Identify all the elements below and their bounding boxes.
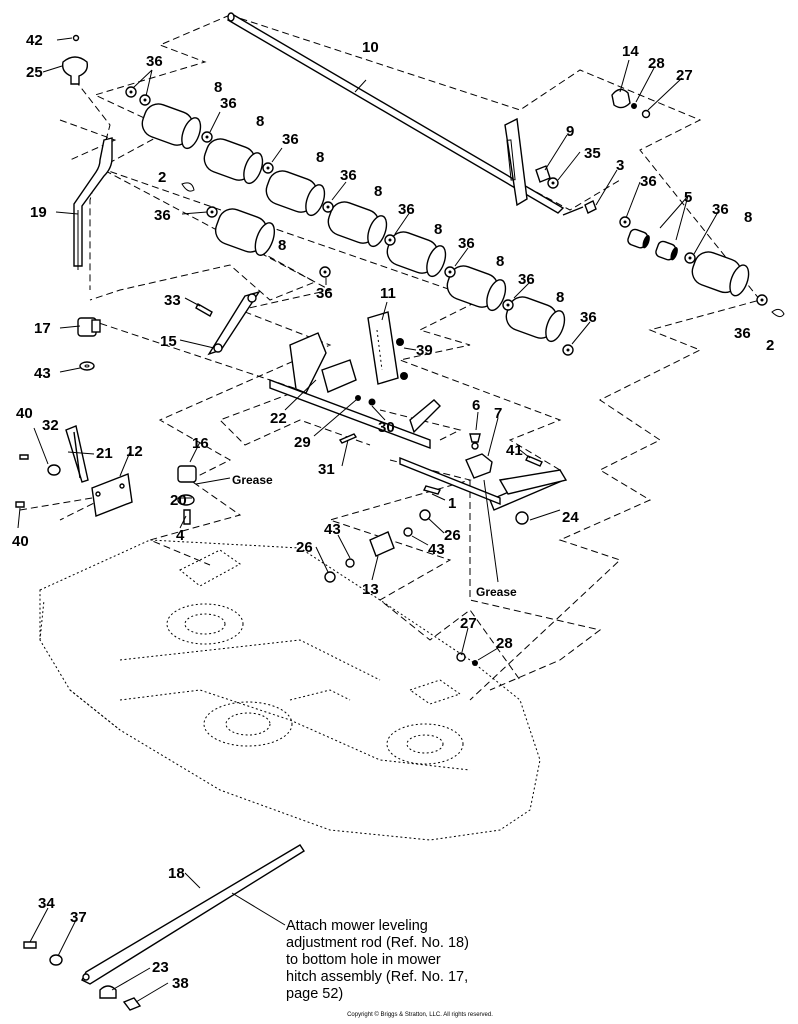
hitch-assembly-17 [77, 317, 101, 371]
ref-label: 3 [616, 157, 624, 174]
ref-label: 28 [648, 55, 665, 72]
hairpin-clips-2 [181, 182, 785, 318]
ref-label: 8 [556, 289, 564, 306]
ref-label: 21 [96, 445, 113, 462]
ref-label: 36 [580, 309, 597, 326]
ref-label: 30 [378, 419, 395, 436]
ref-label: 43 [428, 541, 445, 558]
instruction-note: Attach mower leveling adjustment rod (Re… [286, 918, 469, 1002]
ref-label: 8 [256, 113, 264, 130]
ref-label: 1 [448, 495, 456, 512]
spacers-5 [627, 228, 678, 261]
ref-label: 32 [42, 417, 59, 434]
ref-label: 8 [214, 79, 222, 96]
ref-label: 36 [640, 173, 657, 190]
bottom-hardware [23, 941, 142, 1011]
ref-label: 17 [34, 320, 51, 337]
left-mount-bracket [15, 425, 197, 525]
copyright-notice: Copyright © Briggs & Stratton, LLC. All … [347, 1012, 493, 1018]
lift-shaft-10 [227, 12, 565, 214]
ref-label: 36 [518, 271, 535, 288]
ref-label: 8 [374, 183, 382, 200]
ref-label: 38 [172, 975, 189, 992]
ref-label: 37 [70, 909, 87, 926]
ref-label: 39 [416, 342, 433, 359]
ref-label: 36 [154, 207, 171, 224]
ref-label: 8 [496, 253, 504, 270]
lift-handle-knob-25 [61, 34, 89, 85]
ref-label: 26 [444, 527, 461, 544]
ref-label: 36 [398, 201, 415, 218]
ref-label: 12 [126, 443, 143, 460]
ref-label: 43 [34, 365, 51, 382]
ref-label: 40 [12, 533, 29, 550]
ref-label: 4 [176, 527, 185, 544]
lift-lever-19 [73, 137, 113, 270]
reference-labels: 42 25 36 8 36 8 36 8 36 8 10 14 28 27 9 … [12, 32, 774, 992]
ref-label: 8 [316, 149, 324, 166]
ref-label: 36 [734, 325, 751, 342]
mower-deck [39, 539, 541, 841]
ref-label: 16 [192, 435, 209, 452]
ref-label: 27 [460, 615, 477, 632]
ref-label: 22 [270, 410, 287, 427]
roller-set-upper [141, 103, 750, 343]
ref-label: 27 [676, 67, 693, 84]
ref-label: 13 [362, 581, 379, 598]
ref-label: 23 [152, 959, 169, 976]
leader-lines [17, 37, 719, 1003]
ref-label: 36 [146, 53, 163, 70]
ref-label: 25 [26, 64, 43, 81]
ref-label: 36 [220, 95, 237, 112]
ref-label: 40 [16, 405, 33, 422]
ref-label: 10 [362, 39, 379, 56]
ref-label: 36 [340, 167, 357, 184]
ref-label: 11 [380, 285, 396, 302]
ref-label: 19 [30, 204, 47, 221]
ref-label: 8 [278, 237, 286, 254]
ref-label: 28 [496, 635, 513, 652]
ref-label: 31 [318, 461, 335, 478]
ref-label: 29 [294, 434, 311, 451]
ref-label: 8 [744, 209, 752, 226]
ref-label: 41 [506, 442, 523, 459]
grease-label: Grease [476, 585, 517, 599]
ref-label: 36 [712, 201, 729, 218]
ref-label: 43 [324, 521, 341, 538]
ref-label: 18 [168, 865, 185, 882]
leveling-adjustment-rod-18 [81, 844, 305, 985]
ref-label: 2 [766, 337, 774, 354]
ref-label: 5 [684, 189, 692, 206]
ref-label: 14 [622, 43, 639, 60]
ref-label: 15 [160, 333, 177, 350]
ref-label: 8 [434, 221, 442, 238]
ref-label: 6 [472, 397, 480, 414]
ref-label: 34 [38, 895, 55, 912]
ref-label: 35 [584, 145, 601, 162]
ref-label: 2 [158, 169, 166, 186]
ref-label: 24 [562, 509, 579, 526]
ref-label: 7 [494, 405, 502, 422]
grease-label: Grease [232, 473, 273, 487]
ref-label: 36 [458, 235, 475, 252]
ref-label: 26 [296, 539, 313, 556]
ref-label: 36 [316, 285, 333, 302]
height-adjust-bracket [504, 88, 651, 216]
ref-label: 36 [282, 131, 299, 148]
ref-label: 20 [170, 492, 187, 509]
ref-label: 33 [164, 292, 181, 309]
ref-label: 42 [26, 32, 43, 49]
washers-36 [125, 86, 768, 356]
lift-linkage-center [195, 290, 568, 666]
ref-label: 9 [566, 123, 574, 140]
